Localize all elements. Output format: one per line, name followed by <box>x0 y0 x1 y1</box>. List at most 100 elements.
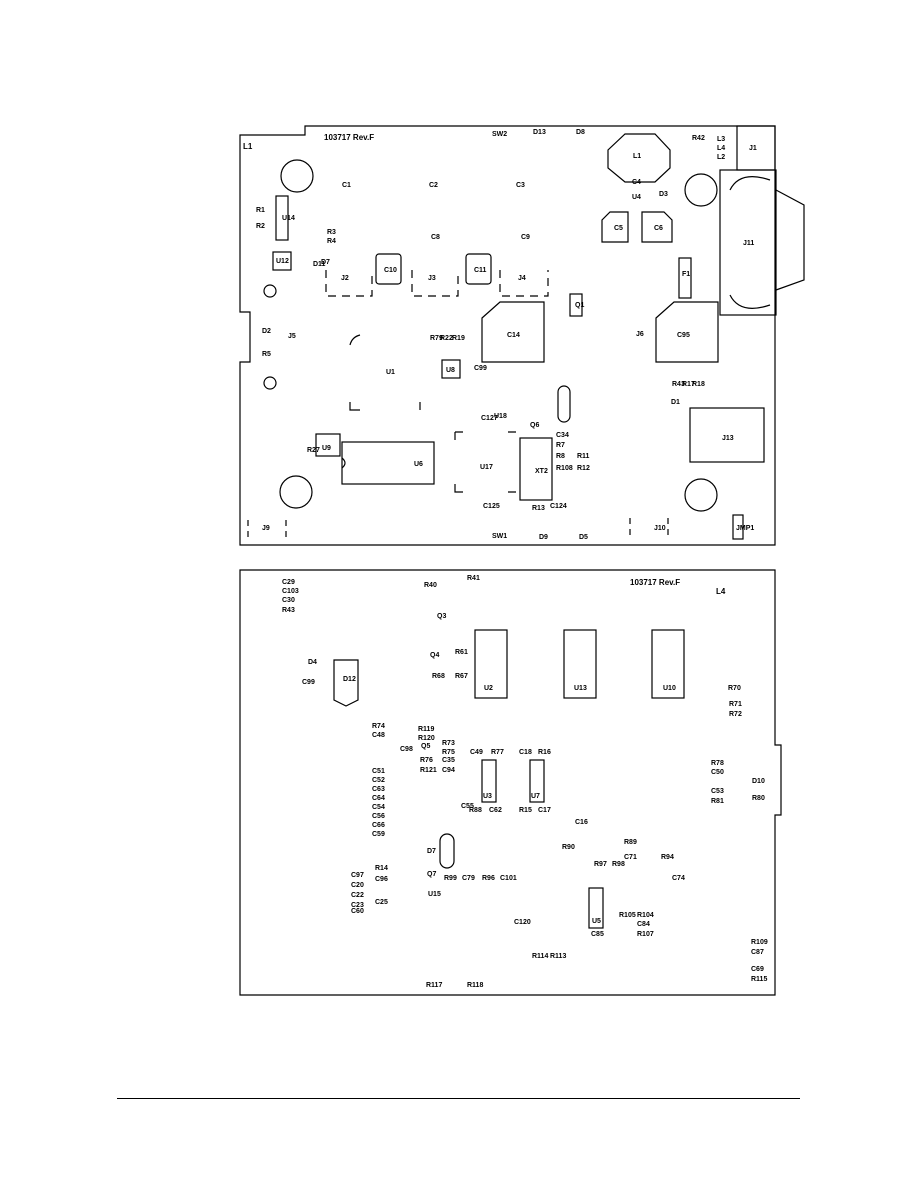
component-label: J5 <box>288 333 296 340</box>
component-label: R7 <box>556 442 565 449</box>
component-label: R80 <box>752 795 765 802</box>
bottom-board-outline <box>239 569 782 996</box>
component-label: D10 <box>752 778 765 785</box>
top-board-outline <box>239 125 776 546</box>
component-label: R8 <box>556 453 565 460</box>
component-label: D7 <box>427 848 436 855</box>
component-label: U14 <box>282 215 295 222</box>
component-label: C17 <box>538 807 551 814</box>
component-label: R3 <box>327 229 336 236</box>
component-label: C69 <box>751 966 764 973</box>
component-label: C63 <box>372 786 385 793</box>
component-label: C84 <box>637 921 650 928</box>
component-label: R73 <box>442 740 455 747</box>
component-label: L1 <box>633 153 641 160</box>
component-label: U15 <box>428 891 441 898</box>
component-label: J3 <box>428 275 436 282</box>
component-label: C50 <box>711 769 724 776</box>
component-label: C16 <box>575 819 588 826</box>
component-label: R2 <box>256 223 265 230</box>
component-label: R121 <box>420 767 437 774</box>
component-label: R78 <box>711 760 724 767</box>
top-corner-label: L1 <box>243 142 253 151</box>
component-label: C9 <box>521 234 530 241</box>
footer-rule <box>117 1098 800 1099</box>
component-label: C51 <box>372 768 385 775</box>
component-label: R61 <box>455 649 468 656</box>
component-label: R94 <box>661 854 674 861</box>
component-label: R43 <box>672 381 685 388</box>
component-label: U17 <box>480 464 493 471</box>
component-label: D2 <box>262 328 271 335</box>
component-label: R71 <box>729 701 742 708</box>
component-label: U18 <box>494 413 507 420</box>
component-label: C2 <box>429 182 438 189</box>
component-label: C99 <box>474 365 487 372</box>
component-label: U2 <box>484 685 493 692</box>
component-label: R14 <box>375 865 388 872</box>
component-label: C49 <box>470 749 483 756</box>
component-label: D11 <box>313 261 326 268</box>
component-label: R72 <box>729 711 742 718</box>
component-label: C55 <box>461 803 474 810</box>
component-label: C74 <box>672 875 685 882</box>
component-label: C18 <box>519 749 532 756</box>
component-label: R105 <box>619 912 636 919</box>
component-label: R13 <box>532 505 545 512</box>
component-label: R67 <box>455 673 468 680</box>
component-label: R79 <box>430 335 443 342</box>
component-label: C30 <box>282 597 295 604</box>
component-label: D12 <box>343 676 356 683</box>
component-label: U7 <box>531 793 540 800</box>
component-label: C85 <box>591 931 604 938</box>
component-label: C101 <box>500 875 517 882</box>
component-label: U1 <box>386 369 395 376</box>
component-label: R107 <box>637 931 654 938</box>
component-label: R81 <box>711 798 724 805</box>
component-label: R98 <box>612 861 625 868</box>
component-label: J11 <box>743 240 754 247</box>
component-label: C5 <box>614 225 623 232</box>
component-label: D8 <box>576 129 585 136</box>
component-label: C64 <box>372 795 385 802</box>
component-label: C1 <box>342 182 351 189</box>
component-label: C23 <box>351 902 364 909</box>
component-label: C59 <box>372 831 385 838</box>
bottom-part-number: 103717 Rev.F <box>630 578 680 587</box>
component-label: R15 <box>519 807 532 814</box>
component-label: R113 <box>550 953 566 960</box>
component-label: R4 <box>327 238 336 245</box>
component-label: R17 <box>682 381 695 388</box>
component-label: C98 <box>400 746 413 753</box>
component-label: C124 <box>550 503 567 510</box>
component-label: U13 <box>574 685 587 692</box>
component-label: R77 <box>491 749 504 756</box>
component-label: C95 <box>677 332 690 339</box>
component-label: R96 <box>482 875 495 882</box>
component-label: R19 <box>452 335 465 342</box>
component-label: R114 <box>532 953 548 960</box>
component-label: R115 <box>751 976 767 983</box>
component-label: C87 <box>751 949 764 956</box>
component-label: U3 <box>483 793 492 800</box>
component-label: JMP1 <box>736 525 754 532</box>
component-label: C29 <box>282 579 295 586</box>
component-label: C125 <box>483 503 500 510</box>
component-label: U4 <box>632 194 641 201</box>
component-label: J9 <box>262 525 270 532</box>
component-label: XT2 <box>535 468 548 475</box>
component-label: R75 <box>442 749 455 756</box>
component-label: Q3 <box>437 613 446 620</box>
component-label: C79 <box>462 875 475 882</box>
top-part-number: 103717 Rev.F <box>324 133 374 142</box>
component-label: L2 <box>717 154 725 161</box>
component-label: R43 <box>282 607 295 614</box>
component-label: R90 <box>562 844 575 851</box>
component-label: U6 <box>414 461 423 468</box>
component-label: C3 <box>516 182 525 189</box>
component-label: C4 <box>632 179 641 186</box>
component-label: C120 <box>514 919 531 926</box>
